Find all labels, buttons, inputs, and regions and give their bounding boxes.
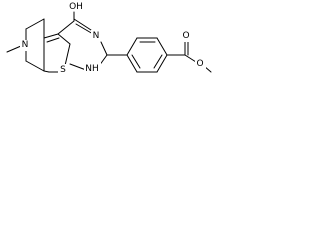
carbonyl-oxygen-label: O (182, 31, 189, 41)
bond (69, 63, 87, 71)
hydroxyl-label: OH (69, 2, 83, 12)
bond (6, 45, 22, 53)
bond (25, 60, 45, 72)
bond (43, 70, 50, 73)
bond (100, 41, 108, 56)
bond-lines (6, 11, 212, 73)
bond (156, 54, 168, 73)
bond (25, 18, 45, 30)
bond (73, 18, 92, 31)
bond (156, 37, 168, 56)
bond (57, 33, 71, 45)
bond (43, 33, 59, 39)
chemical-structure-diagram: OH N S N NH O O (6, 2, 212, 75)
bond (126, 37, 138, 56)
bond (184, 54, 197, 63)
bond (126, 54, 138, 73)
amine-nitrogen-label: N (22, 40, 29, 50)
ester-oxygen-label: O (196, 59, 203, 69)
bond (57, 20, 75, 35)
imine-nitrogen-label: N (93, 31, 100, 41)
bond (153, 54, 163, 69)
nh-label: NH (85, 64, 99, 74)
atom-labels: OH N S N NH O O (20, 2, 206, 75)
bond (75, 23, 94, 35)
bond (46, 37, 60, 43)
bond (131, 54, 141, 69)
sulfur-label: S (60, 65, 66, 75)
